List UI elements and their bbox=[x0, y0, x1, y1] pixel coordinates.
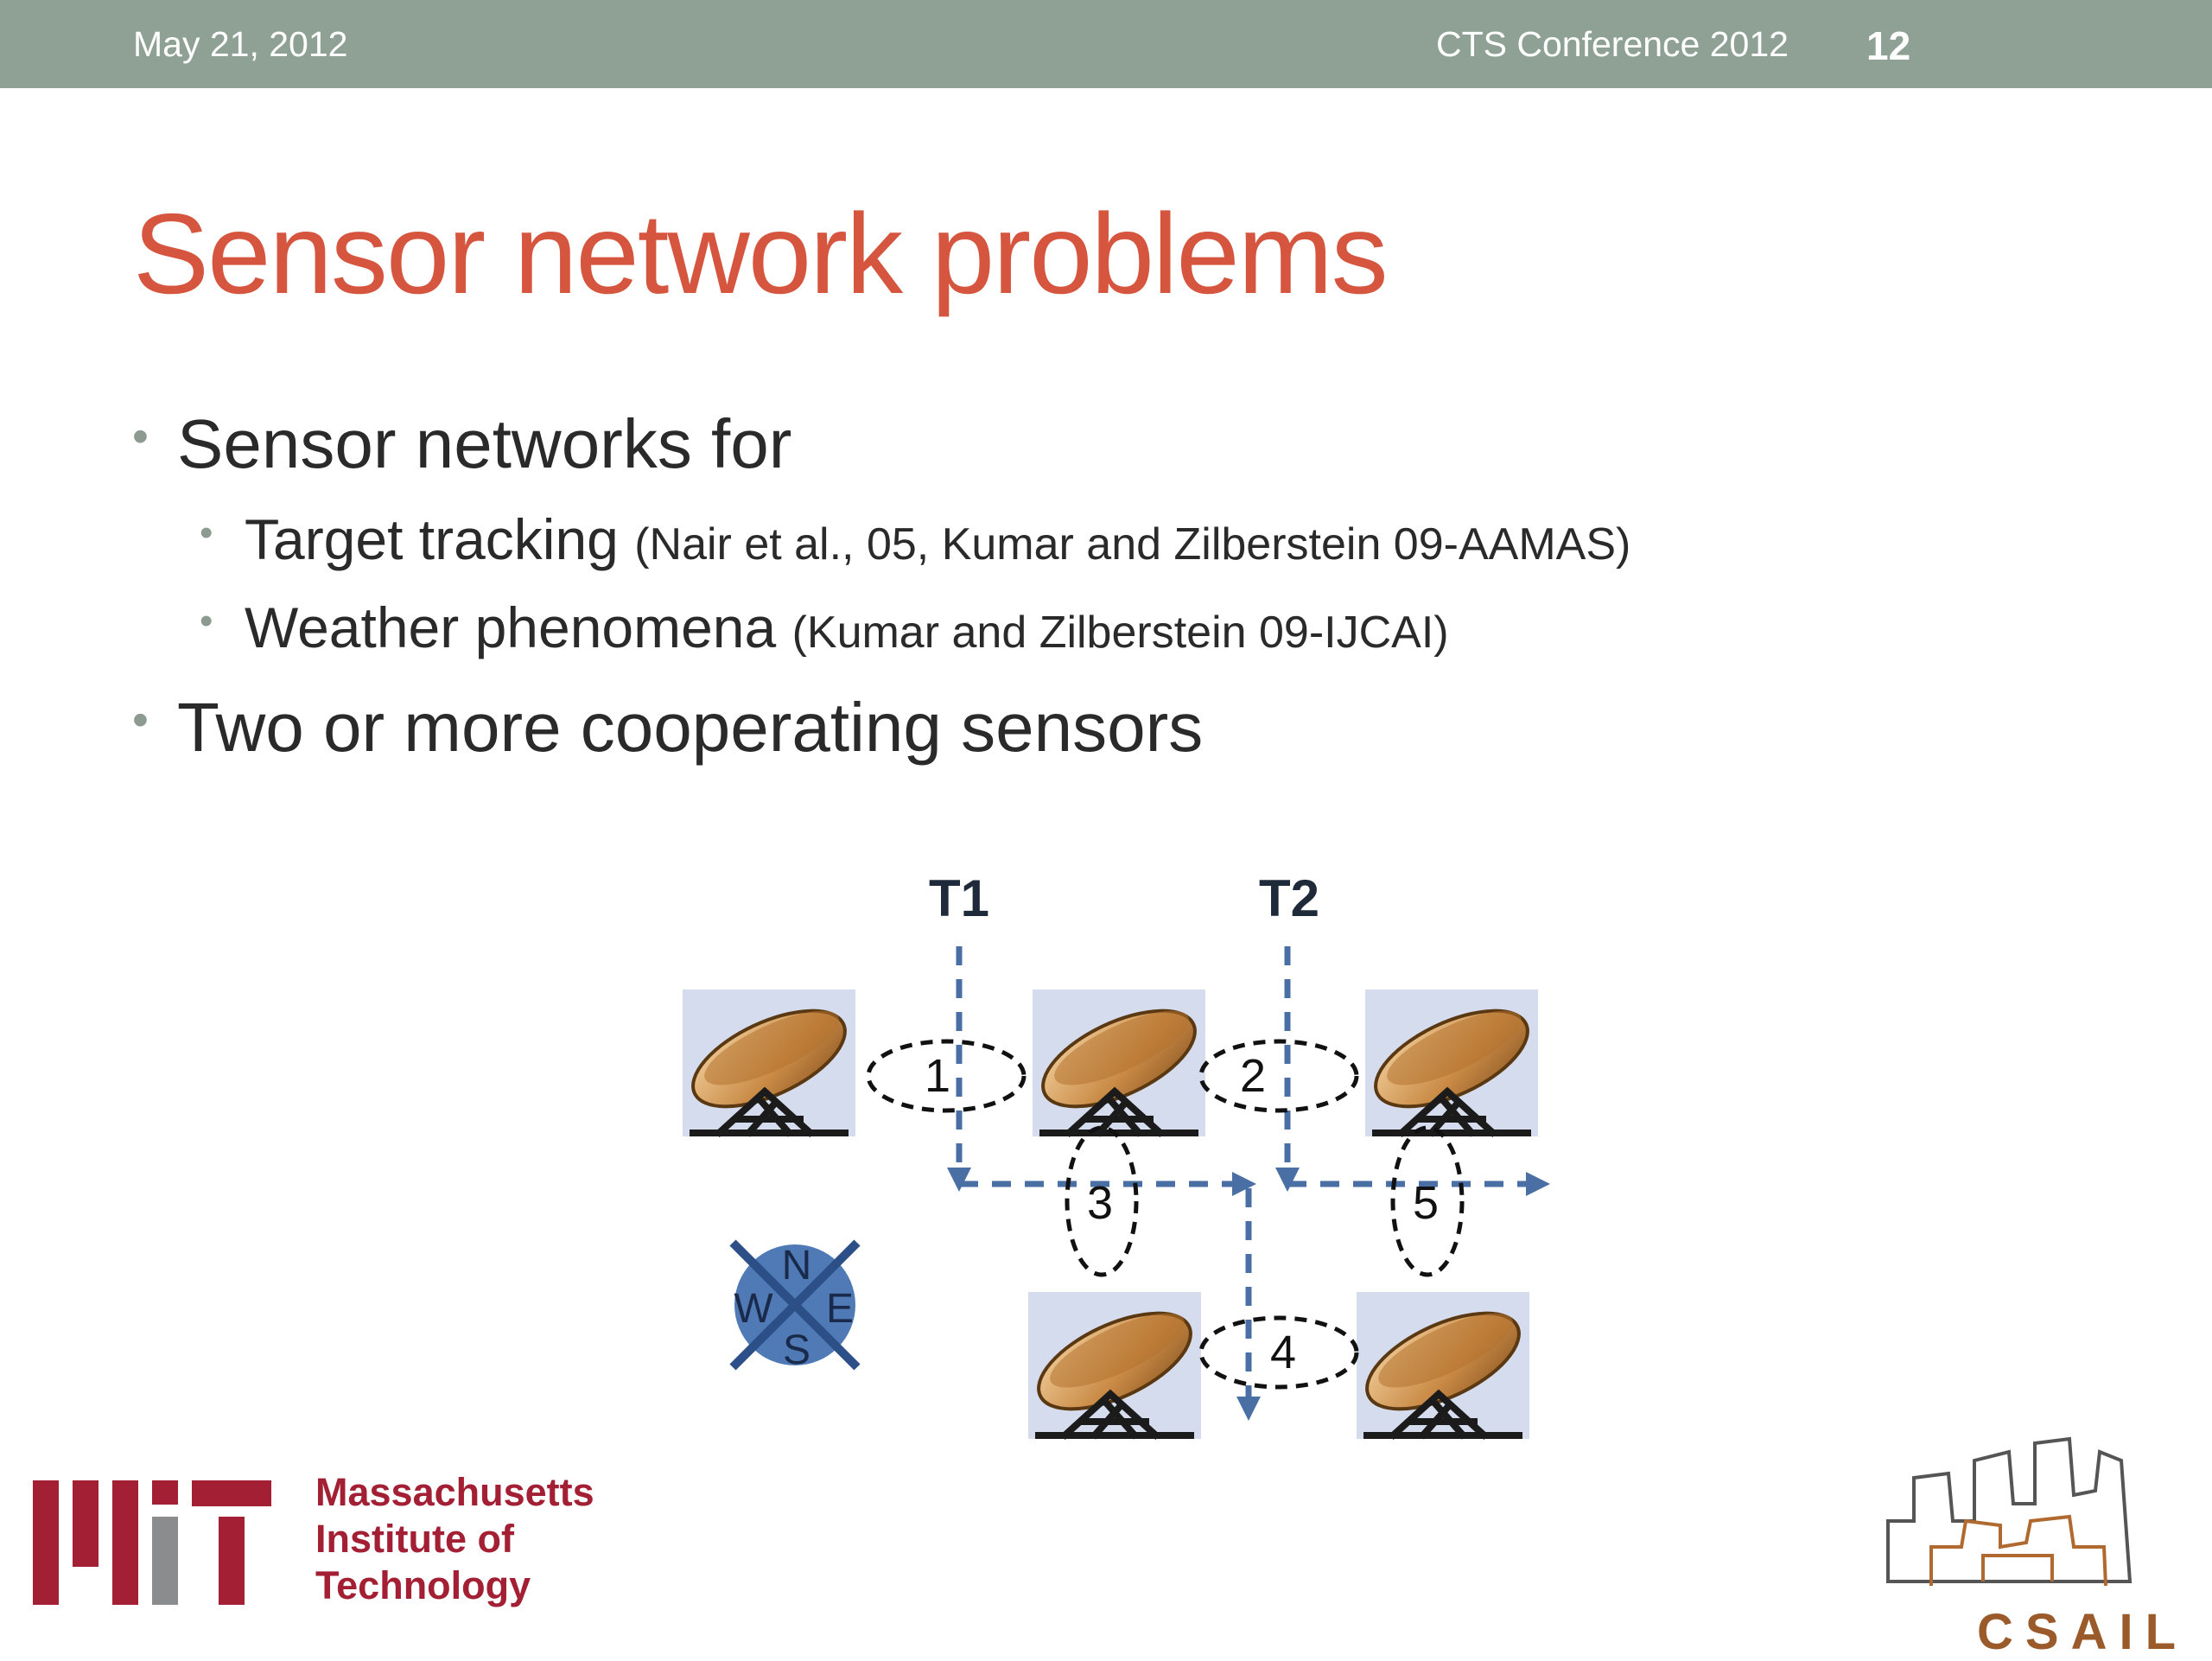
compass-e: E bbox=[826, 1286, 854, 1332]
compass-n: N bbox=[782, 1243, 812, 1289]
target-label: T1 bbox=[929, 869, 989, 927]
slide-title: Sensor network problems bbox=[133, 190, 1389, 317]
region-label: 4 bbox=[1270, 1327, 1296, 1378]
header-date: May 21, 2012 bbox=[133, 24, 348, 64]
mit-line: Massachusetts bbox=[315, 1470, 594, 1514]
region-label: 5 bbox=[1413, 1177, 1439, 1229]
sensor-dish-icon bbox=[679, 990, 859, 1136]
mit-line: Technology bbox=[315, 1563, 531, 1607]
bullet-dot: • bbox=[132, 410, 149, 462]
bullet-level1: • Sensor networks for bbox=[132, 404, 792, 484]
citation: (Kumar and Zilberstein 09-IJCAI) bbox=[791, 608, 1449, 658]
bullet-text: Weather phenomena bbox=[245, 595, 777, 659]
compass-s: S bbox=[783, 1327, 810, 1373]
region-label: 3 bbox=[1087, 1177, 1113, 1229]
region-label: 1 bbox=[925, 1050, 950, 1102]
mit-line: Institute of bbox=[315, 1517, 514, 1561]
bullet-text: Target tracking bbox=[245, 507, 619, 571]
region-ellipse bbox=[1390, 1125, 1465, 1277]
header-conference: CTS Conference 2012 bbox=[1436, 24, 1789, 64]
csail-logo-icon bbox=[1886, 1436, 2133, 1587]
mit-logo-icon bbox=[33, 1480, 271, 1605]
region-ellipse bbox=[866, 1039, 1027, 1113]
sensor-dish-icon bbox=[1362, 990, 1541, 1136]
region-label: 2 bbox=[1240, 1050, 1266, 1102]
region-ellipse bbox=[1198, 1039, 1359, 1113]
sensor-network-diagram: T1 T2 1 2 3 4 5 N S E W bbox=[674, 869, 1550, 1452]
citation: (Nair et al., 05, Kumar and Zilberstein … bbox=[634, 519, 1631, 570]
header-bar: May 21, 2012 CTS Conference 2012 12 bbox=[0, 0, 2212, 88]
sensor-dish-icon bbox=[1029, 990, 1209, 1136]
bullet-level2: • Target tracking (Nair et al., 05, Kuma… bbox=[200, 506, 1631, 572]
bullet-level2: • Weather phenomena (Kumar and Zilberste… bbox=[200, 595, 1449, 660]
page-number: 12 bbox=[1866, 23, 1911, 68]
compass-w: W bbox=[734, 1286, 773, 1332]
bullet-dot: • bbox=[132, 694, 149, 746]
bullet-text: Sensor networks for bbox=[177, 405, 792, 482]
bullet-dot: • bbox=[200, 600, 213, 642]
bullet-text: Two or more cooperating sensors bbox=[177, 689, 1204, 766]
bullet-level1: • Two or more cooperating sensors bbox=[132, 688, 1204, 767]
target-label: T2 bbox=[1259, 869, 1319, 927]
csail-wordmark: CSAIL bbox=[1977, 1604, 2188, 1660]
bullet-dot: • bbox=[200, 512, 213, 554]
mit-wordmark: Massachusetts Institute of Technology bbox=[315, 1469, 594, 1609]
region-ellipse bbox=[1065, 1125, 1139, 1277]
compass-icon: N S E W bbox=[729, 1239, 861, 1373]
region-ellipse bbox=[1198, 1315, 1359, 1390]
sensor-dish-icon bbox=[1353, 1292, 1533, 1439]
sensor-dish-icon bbox=[1025, 1292, 1205, 1439]
